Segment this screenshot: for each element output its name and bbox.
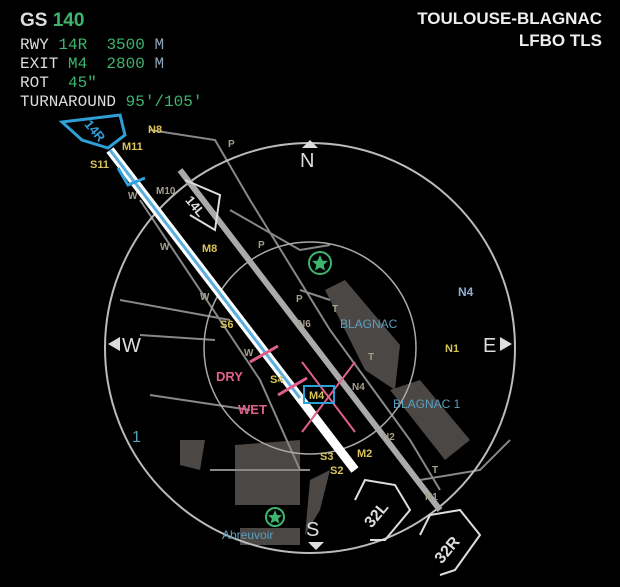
svg-text:M8: M8 xyxy=(202,243,217,255)
runway-14r-threshold-marker xyxy=(58,113,127,150)
runway-14l-marker xyxy=(184,179,222,232)
navaid-circle-south xyxy=(265,507,285,527)
svg-text:P: P xyxy=(258,240,265,251)
south-pointer-icon xyxy=(308,542,324,550)
svg-text:W: W xyxy=(122,335,141,357)
svg-text:T: T xyxy=(432,465,438,476)
svg-text:N1: N1 xyxy=(425,492,438,503)
svg-text:N1: N1 xyxy=(445,343,459,355)
svg-text:DRY: DRY xyxy=(216,369,243,384)
north-pointer-icon xyxy=(302,140,318,148)
runway-14l-32r xyxy=(177,168,443,512)
exit-row: EXIT M4 2800 M xyxy=(20,55,165,73)
wet-stop-bar xyxy=(277,376,308,397)
taxiway-labels: N8 M11 S11 M10 M8 S6 S4 N6 N4 N2 N1 M2 S… xyxy=(90,124,474,542)
svg-text:W: W xyxy=(160,242,170,253)
east-pointer-icon xyxy=(500,337,512,351)
svg-text:P: P xyxy=(296,294,303,305)
svg-text:WET: WET xyxy=(238,402,267,417)
svg-text:N6: N6 xyxy=(298,319,311,330)
svg-text:S3: S3 xyxy=(320,451,333,463)
taxiways xyxy=(119,129,511,491)
svg-text:S: S xyxy=(306,519,319,541)
runway-32r-marker xyxy=(419,508,482,576)
svg-text:N2: N2 xyxy=(382,432,395,443)
svg-text:M2: M2 xyxy=(357,448,372,460)
west-pointer-icon xyxy=(108,337,120,351)
svg-text:P: P xyxy=(228,139,235,150)
svg-text:32R: 32R xyxy=(432,533,464,567)
svg-text:N4: N4 xyxy=(352,382,365,393)
svg-text:S11: S11 xyxy=(90,159,109,171)
svg-text:M4: M4 xyxy=(309,390,325,402)
terminal-buildings xyxy=(180,280,470,545)
svg-text:N: N xyxy=(300,150,314,172)
inner-range-ring xyxy=(203,241,417,455)
exit-m4-box[interactable] xyxy=(303,385,335,404)
exit-cross-line-2 xyxy=(301,361,356,433)
svg-text:14L: 14L xyxy=(182,193,208,220)
flight-info-panel: GS 140 RWY 14R 3500 M EXIT M4 2800 M ROT… xyxy=(20,10,202,112)
svg-text:S4: S4 xyxy=(270,374,284,386)
svg-text:W: W xyxy=(200,292,210,303)
svg-text:Abreuvoir: Abreuvoir xyxy=(222,528,273,542)
airport-id: TOULOUSE-BLAGNAC LFBO TLS xyxy=(417,9,602,50)
dry-stop-bar xyxy=(249,344,279,364)
navaid-circle-north xyxy=(308,251,332,275)
turnaround-row: TURNAROUND 95'/105' xyxy=(20,93,203,111)
svg-text:32L: 32L xyxy=(362,499,393,531)
star-icon xyxy=(312,255,328,271)
ground-speed: GS 140 xyxy=(20,10,85,31)
svg-text:M10: M10 xyxy=(156,186,176,197)
svg-text:N4: N4 xyxy=(458,285,474,299)
svg-text:N8: N8 xyxy=(148,124,162,136)
runway-path-highlight xyxy=(108,149,302,399)
runway-32l-marker xyxy=(354,478,412,541)
svg-text:S2: S2 xyxy=(330,465,343,477)
svg-text:T: T xyxy=(332,304,338,315)
svg-text:M11: M11 xyxy=(122,141,143,153)
svg-text:1: 1 xyxy=(132,429,141,446)
star-icon xyxy=(268,510,282,524)
runway-row: RWY 14R 3500 M xyxy=(20,36,165,54)
svg-text:S6: S6 xyxy=(220,319,233,331)
svg-text:W: W xyxy=(244,348,254,359)
svg-text:BLAGNAC 1: BLAGNAC 1 xyxy=(393,397,461,411)
exit-chevron xyxy=(116,167,146,187)
rot-row: ROT 45" xyxy=(20,74,97,92)
svg-text:BLAGNAC: BLAGNAC xyxy=(340,317,398,331)
svg-text:E: E xyxy=(483,335,496,357)
svg-text:W: W xyxy=(128,191,138,202)
svg-text:T: T xyxy=(368,352,374,363)
